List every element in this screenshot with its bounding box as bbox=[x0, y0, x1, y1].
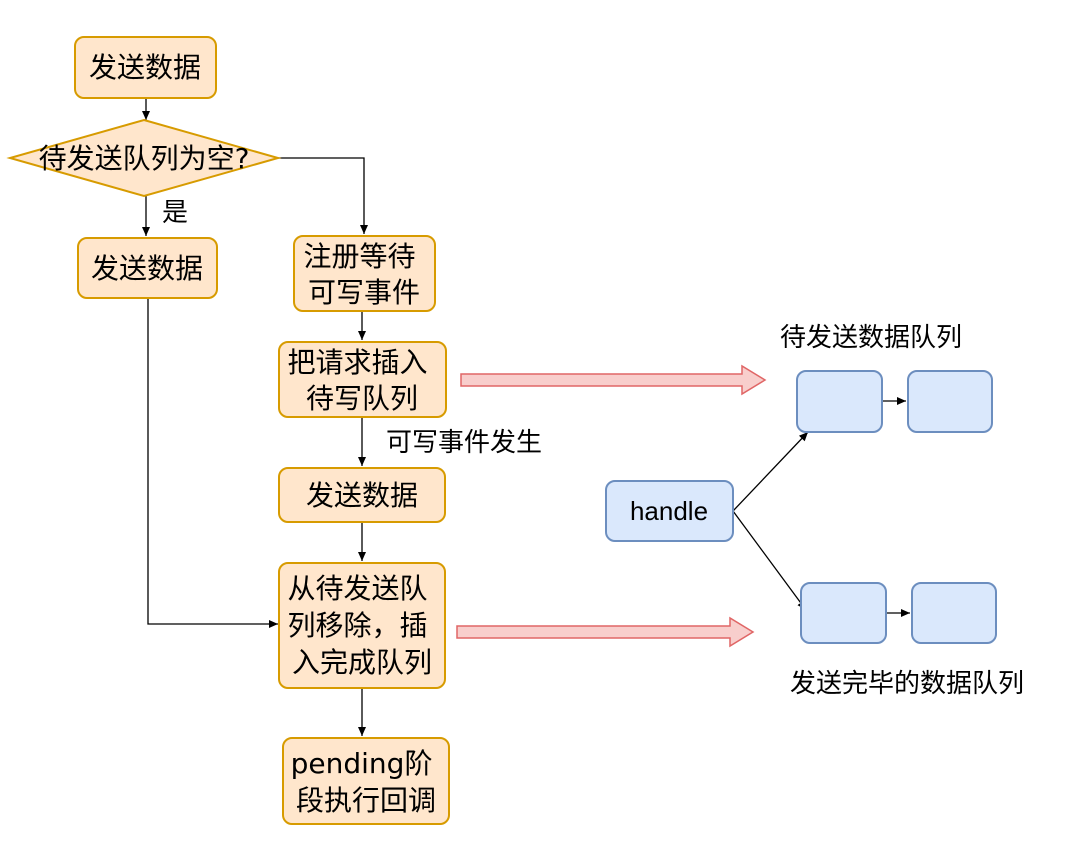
decision-diamond bbox=[6, 118, 282, 198]
writable-event-label: 可写事件发生 bbox=[386, 428, 542, 458]
done-queue-title: 发送完毕的数据队列 bbox=[790, 669, 1024, 699]
edge-decision-no-to-register bbox=[278, 157, 368, 234]
edge-handle-to-done-queue bbox=[732, 510, 807, 611]
move-remove-line-2: 列移除，插 bbox=[288, 609, 428, 642]
insert-request-line-2: 待写队列 bbox=[306, 382, 418, 415]
pending-callback-line-2: 段执行回调 bbox=[296, 784, 436, 817]
done-queue-node-1 bbox=[800, 582, 887, 644]
send-data-top-label: 发送数据 bbox=[89, 51, 201, 84]
insert-request-label: 把请求插入 待写队列 bbox=[288, 346, 437, 415]
send-data-left-node: 发送数据 bbox=[77, 237, 218, 299]
decision-line: 待发送队列为空? bbox=[39, 142, 250, 175]
send-data-top-line: 发送数据 bbox=[89, 51, 201, 84]
move-remove-box bbox=[278, 562, 446, 689]
block-arrow-to-pending-queue bbox=[460, 364, 767, 396]
yes-label: 是 bbox=[162, 198, 188, 228]
done-queue-node-2 bbox=[911, 582, 997, 644]
register-wait-node: 注册等待 可写事件 bbox=[293, 235, 436, 312]
send-data-left-label: 发送数据 bbox=[91, 252, 203, 285]
send-data-mid-label: 发送数据 bbox=[306, 479, 418, 512]
register-wait-line-1: 注册等待 bbox=[304, 240, 416, 273]
move-remove-line-1: 从待发送队 bbox=[288, 572, 428, 605]
send-data-mid-line: 发送数据 bbox=[306, 479, 418, 512]
move-remove-label: 从待发送队 列移除，插 入完成队列 bbox=[288, 572, 437, 679]
send-data-mid-node: 发送数据 bbox=[278, 467, 446, 523]
register-wait-label: 注册等待 可写事件 bbox=[304, 240, 425, 309]
insert-request-line-1: 把请求插入 bbox=[288, 346, 428, 379]
edge-handle-to-pending-queue bbox=[732, 431, 809, 512]
send-data-left-box bbox=[77, 237, 218, 299]
pending-queue-node-2 bbox=[907, 370, 993, 433]
insert-request-box bbox=[278, 341, 447, 418]
send-data-top-node: 发送数据 bbox=[74, 36, 217, 99]
pending-queue-title: 待发送数据队列 bbox=[780, 323, 962, 353]
block-arrow-to-done-queue bbox=[456, 616, 755, 648]
pending-callback-node: pending阶 段执行回调 bbox=[282, 737, 450, 825]
connectors bbox=[142, 98, 910, 736]
edge-left-send-to-move bbox=[147, 298, 278, 628]
register-wait-line-2: 可写事件 bbox=[308, 276, 420, 309]
decision-label: 待发送队列为空? bbox=[39, 142, 250, 175]
handle-node: handle bbox=[605, 480, 734, 542]
move-remove-line-3: 入完成队列 bbox=[292, 646, 432, 679]
decision-node: 待发送队列为空? bbox=[6, 118, 282, 198]
pending-callback-box bbox=[282, 737, 450, 825]
pending-queue-node-1 bbox=[796, 370, 883, 433]
send-data-left-line: 发送数据 bbox=[91, 252, 203, 285]
handle-box bbox=[605, 480, 734, 542]
register-wait-box bbox=[293, 235, 436, 312]
send-data-top-box bbox=[74, 36, 217, 99]
pending-callback-line-1: pending阶 bbox=[291, 747, 433, 780]
move-remove-node: 从待发送队 列移除，插 入完成队列 bbox=[278, 562, 446, 689]
insert-request-node: 把请求插入 待写队列 bbox=[278, 341, 447, 418]
pending-callback-label: pending阶 段执行回调 bbox=[291, 747, 442, 817]
handle-label: handle bbox=[630, 496, 708, 526]
send-data-mid-box bbox=[278, 467, 446, 523]
